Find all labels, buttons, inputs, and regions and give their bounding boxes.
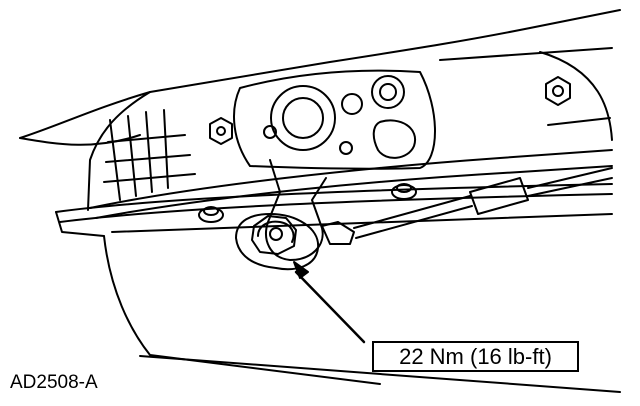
housing-flange xyxy=(233,69,436,170)
oil-pan xyxy=(55,183,613,385)
manual-lever xyxy=(235,159,327,271)
transmission-case xyxy=(19,9,621,219)
cable-bracket-bolts xyxy=(198,183,417,223)
mounting-bolts xyxy=(209,76,571,145)
figure-code: AD2508-A xyxy=(10,372,98,393)
shift-cable xyxy=(321,167,613,245)
leader-arrow xyxy=(293,261,366,344)
torque-callout: 22 Nm (16 lb-ft) xyxy=(372,341,579,372)
lever-nut xyxy=(251,215,297,255)
edge-line xyxy=(139,355,621,393)
torque-value: 22 Nm (16 lb-ft) xyxy=(399,344,552,369)
